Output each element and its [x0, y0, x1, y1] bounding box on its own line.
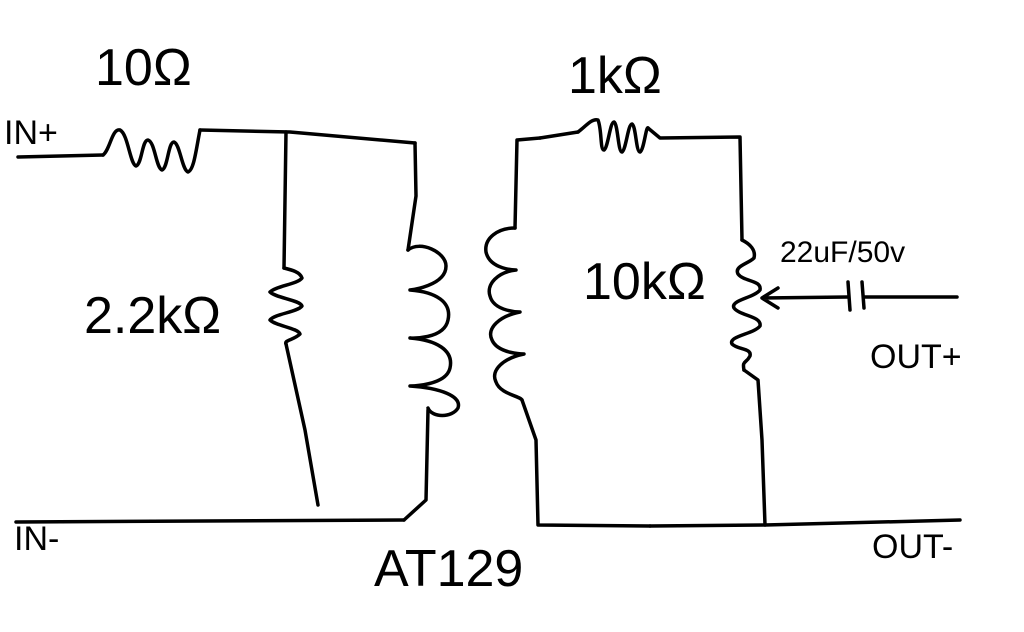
- resistor-2-2k: [268, 266, 304, 346]
- wire-out-minus: [648, 518, 962, 528]
- wire-shunt-bottom: [284, 342, 320, 507]
- wire-out-top-right: [646, 126, 744, 242]
- resistor-1k: [576, 117, 650, 154]
- potentiometer-wiper-arrow: [760, 286, 850, 310]
- capacitor-plate-right: [860, 280, 866, 310]
- wire-secondary-top: [513, 136, 542, 230]
- wire-pot-bottom: [742, 368, 767, 527]
- label-10-ohm: 10Ω: [95, 39, 192, 97]
- potentiometer-10k: [730, 238, 762, 372]
- wire-primary-top: [406, 141, 418, 252]
- wire-in-plus: [16, 153, 105, 159]
- resistor-10-ohm: [101, 128, 202, 174]
- label-10k-ohm: 10kΩ: [583, 253, 706, 311]
- label-1k-ohm: 1kΩ: [568, 47, 662, 105]
- transformer-secondary-coil: [484, 226, 526, 402]
- capacitor-plate-left: [846, 280, 852, 312]
- wire-secondary-bottom: [520, 398, 652, 528]
- label-22uf-50v: 22uF/50v: [780, 236, 906, 269]
- terminal-out-minus: OUT-: [872, 528, 954, 566]
- terminal-in-plus: IN+: [4, 114, 58, 152]
- label-2-2k-ohm: 2.2kΩ: [84, 287, 222, 345]
- terminal-in-minus: IN-: [14, 520, 60, 558]
- label-transformer-at129: AT129: [374, 540, 524, 598]
- wire-out-top-left: [538, 130, 580, 140]
- transformer-primary-coil: [406, 244, 461, 418]
- wire-shunt-top: [282, 130, 288, 270]
- terminal-out-plus: OUT+: [870, 338, 962, 376]
- wire-primary-bottom: [402, 408, 430, 522]
- wire-in-minus: [14, 518, 406, 524]
- wire-in-top: [198, 128, 417, 145]
